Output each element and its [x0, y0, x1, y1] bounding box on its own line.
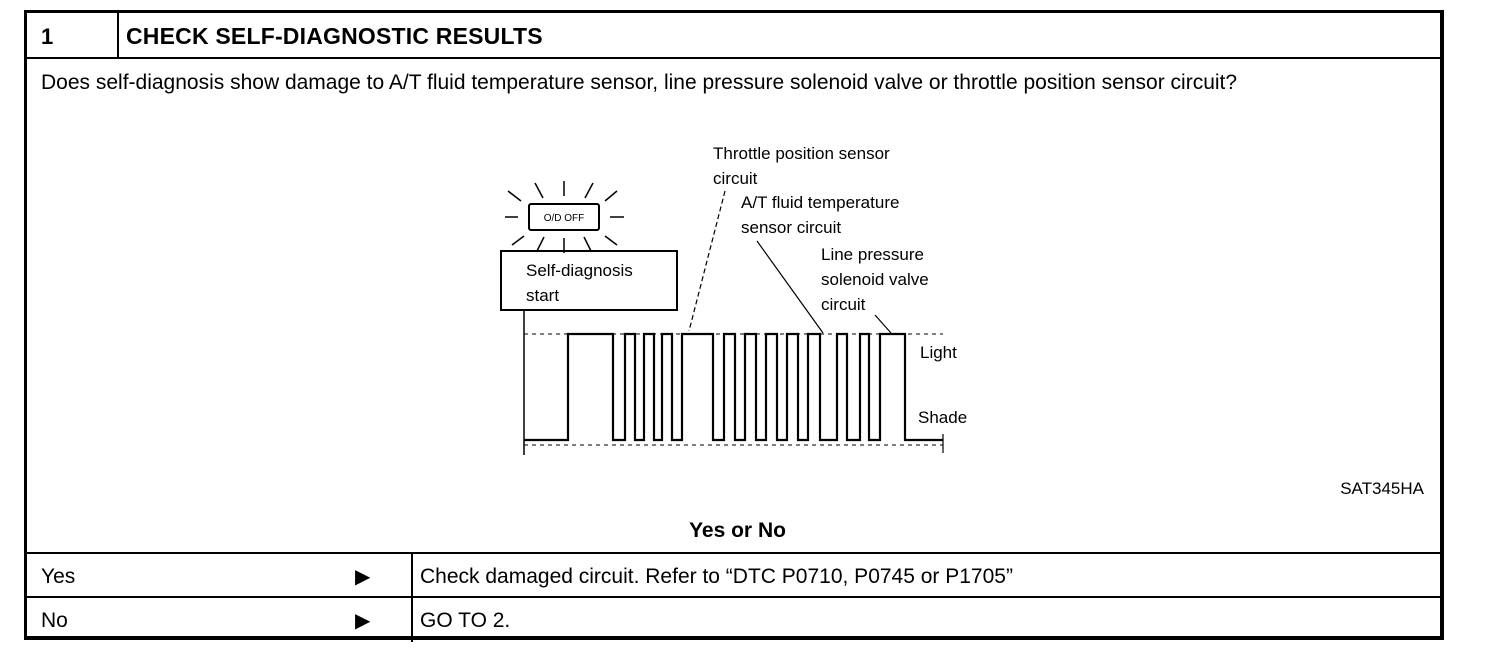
callout-tps-line1: Throttle position sensor — [713, 144, 890, 163]
diagnosis-waveform — [524, 332, 943, 442]
self-diagnosis-waveform-figure: O/D OFF Self-diagnosis start Throttle po… — [500, 144, 967, 455]
callout-lp-line3: circuit — [821, 295, 866, 314]
start-label-box — [500, 250, 678, 311]
start-label-line1: Self-diagnosis — [526, 261, 633, 280]
step-title: CHECK SELF-DIAGNOSTIC RESULTS — [126, 23, 543, 49]
row-divider — [411, 554, 413, 598]
header-divider — [117, 13, 119, 57]
leader-line-tps — [688, 190, 726, 332]
figure-code: SAT345HA — [1340, 479, 1424, 498]
callout-tps-line2: circuit — [713, 169, 758, 188]
level-shade-label: Shade — [918, 408, 967, 427]
callout-lp-line2: solenoid valve — [821, 270, 929, 289]
callout-atf-line2: sensor circuit — [741, 218, 841, 237]
start-label-line2: start — [526, 286, 559, 305]
diagnostic-step-sheet: 1 CHECK SELF-DIAGNOSTIC RESULTS Does sel… — [24, 10, 1444, 642]
step-header: 1 CHECK SELF-DIAGNOSTIC RESULTS — [27, 13, 1440, 59]
row-divider — [411, 598, 413, 642]
decision-row-yes: Yes ▶ Check damaged circuit. Refer to “D… — [27, 552, 1440, 598]
decision-title: Yes or No — [689, 519, 786, 542]
callout-atf-line1: A/T fluid temperature — [741, 193, 899, 212]
callout-lp-line1: Line pressure — [821, 245, 924, 264]
leader-line-atf — [756, 240, 824, 334]
diagnostic-question: Does self-diagnosis show damage to A/T f… — [41, 71, 1238, 94]
step-number: 1 — [41, 24, 54, 49]
decision-row-no: No ▶ GO TO 2. — [27, 596, 1440, 642]
arrow-right-icon: ▶ — [355, 566, 371, 588]
decision-action-yes: Check damaged circuit. Refer to “DTC P07… — [420, 565, 1013, 588]
decision-label-no: No — [41, 609, 68, 632]
level-light-label: Light — [920, 343, 957, 362]
leader-line-lp — [874, 314, 892, 334]
lamp-label: O/D OFF — [544, 213, 585, 224]
decision-label-yes: Yes — [41, 565, 76, 588]
decision-action-no: GO TO 2. — [420, 609, 511, 632]
arrow-right-icon: ▶ — [355, 610, 371, 632]
